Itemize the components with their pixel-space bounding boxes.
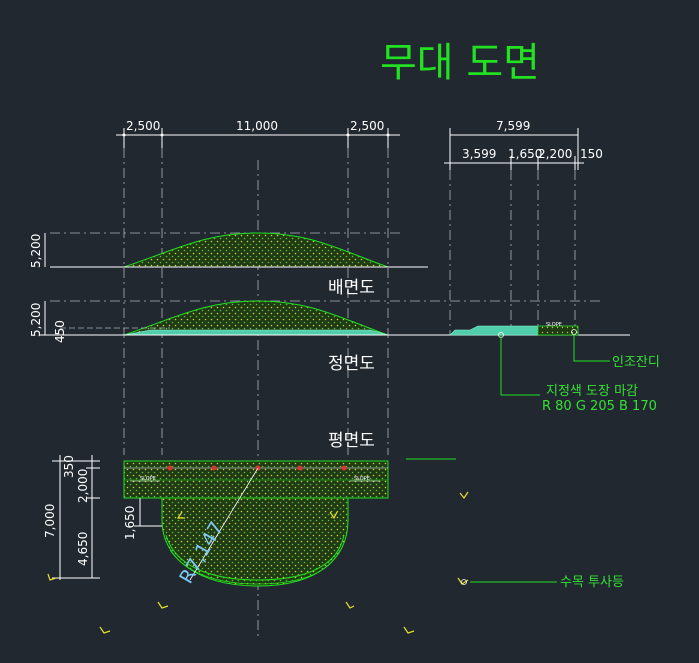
back-elevation [44, 232, 428, 268]
drawing-title: 무대 도면 [380, 40, 540, 86]
plan-view [123, 460, 389, 587]
plan-left-dims [52, 455, 162, 580]
note-artificial-turf: 인조잔디 [612, 355, 660, 370]
dim-front-base: 450 [53, 320, 67, 343]
plan-slope-left: SLOPE [140, 476, 156, 482]
dim-right-part-1: 3,599 [462, 147, 496, 161]
note-paint-finish: 지정색 도장 마감 [546, 384, 638, 399]
right-dimension-chain [444, 128, 584, 170]
dim-top-right: 2,500 [350, 119, 384, 133]
view-label-back: 배면도 [328, 278, 375, 298]
dim-plan-350: 350 [62, 455, 76, 478]
dim-plan-2000: 2,000 [76, 469, 90, 503]
dim-right-part-3: 2,200 [538, 147, 572, 161]
dim-right-total: 7,599 [496, 119, 530, 133]
note-tree-light: 수목 투사등 [560, 575, 624, 590]
dim-front-height: 5,200 [29, 303, 43, 337]
dim-plan-7000: 7,000 [43, 504, 57, 538]
view-label-plan: 평면도 [328, 431, 375, 451]
dim-back-height: 5,200 [29, 234, 43, 268]
view-label-front: 정면도 [328, 354, 375, 374]
side-slope-label: SLOPE [546, 322, 562, 328]
dim-right-part-2: 1,650 [508, 147, 542, 161]
tree-light-markers [47, 491, 469, 634]
dim-right-part-4: 150 [580, 147, 603, 161]
dim-plan-4650: 4,650 [76, 532, 90, 566]
dim-top-left: 2,500 [126, 119, 160, 133]
extension-lines [50, 148, 600, 640]
plan-slope-right: SLOPE [354, 476, 370, 482]
note-paint-rgb: R 80 G 205 B 170 [542, 399, 657, 414]
dim-top-center: 11,000 [236, 119, 278, 133]
front-elevation [40, 300, 630, 338]
dim-plan-1650: 1,650 [123, 506, 137, 540]
leader-lines [406, 335, 610, 583]
